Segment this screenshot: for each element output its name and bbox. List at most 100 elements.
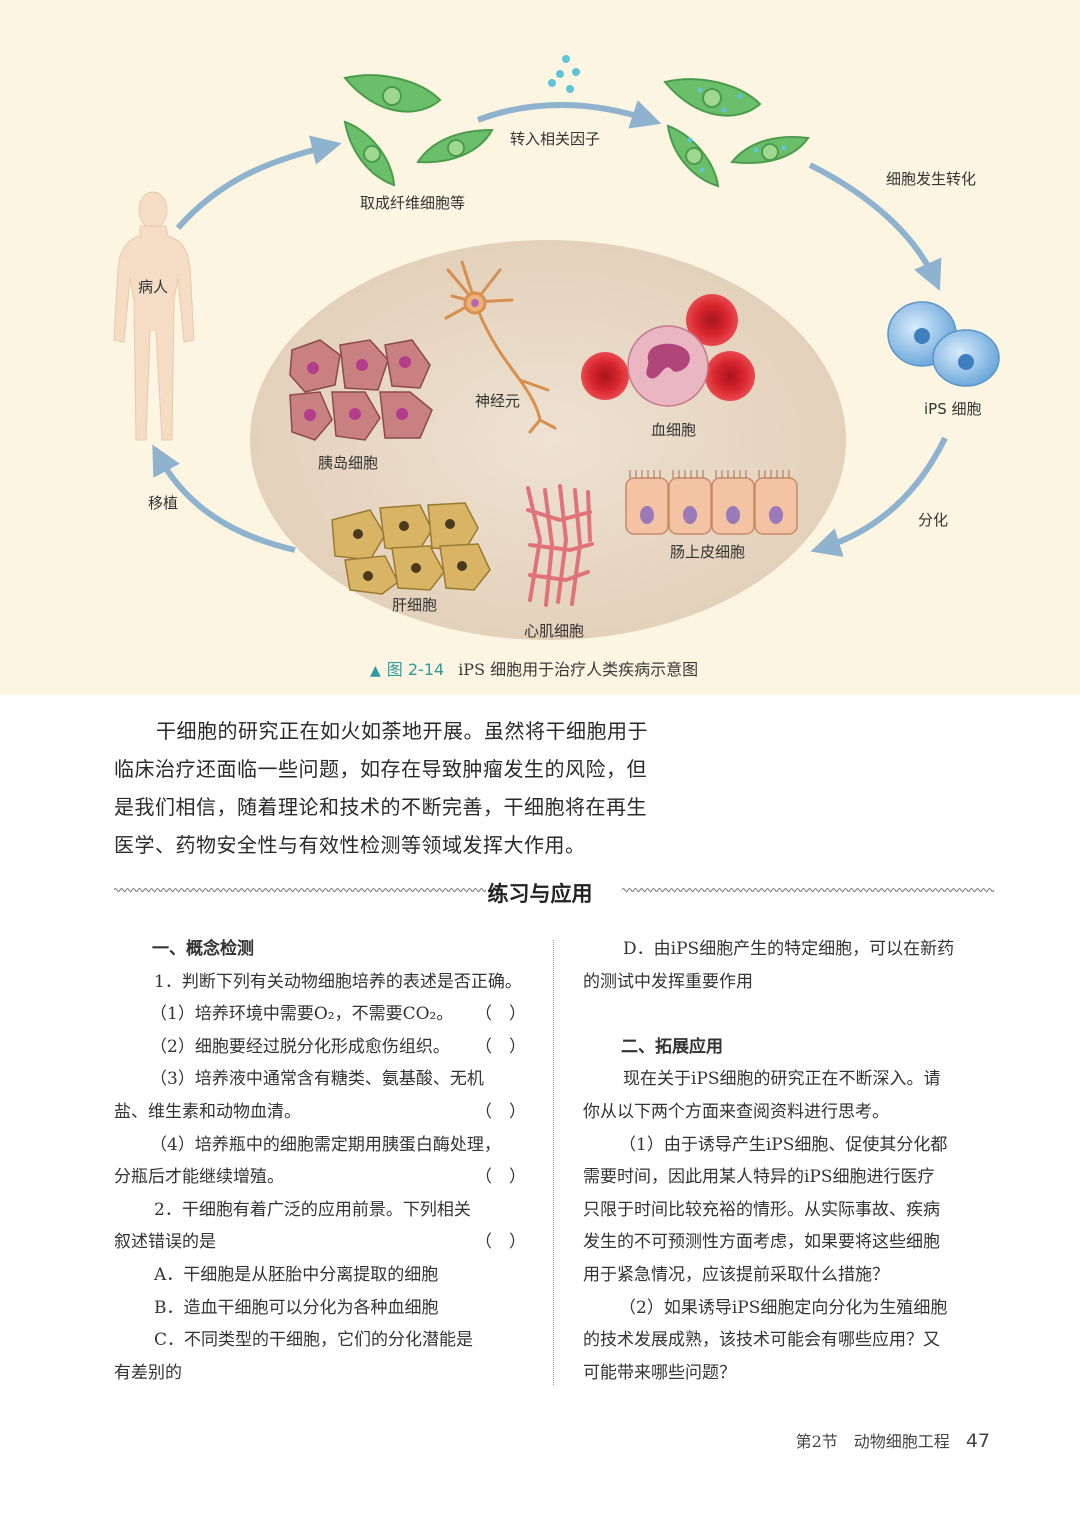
- paragraph-line: 医学、药物安全性与有效性检测等领域发挥大作用。: [114, 833, 586, 857]
- arrow-transformation: [808, 162, 942, 291]
- paragraph-line: 干细胞的研究正在如火如荼地开展。虽然将干细胞用于: [156, 719, 648, 743]
- line-text: 分瓶后才能继续增殖。: [114, 1167, 284, 1188]
- text-line: （1）由于诱导产生iPS细胞、促使其分化都: [583, 1129, 995, 1162]
- line-text: 叙述错误的是: [114, 1232, 216, 1253]
- label-transfer-factors: 转入相关因子: [510, 130, 601, 148]
- line-text: 有差别的: [114, 1362, 182, 1383]
- title-wave-right: [622, 888, 994, 892]
- label-neuron: 神经元: [475, 392, 521, 410]
- text-line: （2）细胞要经过脱分化形成愈伤组织。 （ ）: [114, 1031, 526, 1064]
- label-transplant: 移植: [148, 494, 179, 512]
- line-text: C．不同类型的干细胞，它们的分化潜能是: [154, 1330, 474, 1351]
- line-text: B．造血干细胞可以分化为各种血细胞: [154, 1297, 439, 1318]
- body-paragraph: 干细胞的研究正在如火如荼地开展。虽然将干细胞用于 临床治疗还面临一些问题，如存在…: [114, 712, 674, 864]
- text-line: 发生的不可预测性方面考虑，如果要将这些细胞: [583, 1226, 995, 1259]
- transformed-fibroblast-cells: [663, 78, 810, 188]
- figure-caption: ▲ 图 2-14 iPS 细胞用于治疗人类疾病示意图: [370, 656, 698, 680]
- answer-parentheses[interactable]: （ ）: [475, 1101, 526, 1122]
- text-line: D．由iPS细胞产生的特定细胞，可以在新药: [583, 933, 995, 966]
- text-line: 可能带来哪些问题？: [583, 1357, 995, 1390]
- text-line: 需要时间，因此用某人特异的iPS细胞进行医疗: [583, 1161, 995, 1194]
- text-line: 用于紧急情况，应该提前采取什么措施？: [583, 1259, 995, 1292]
- label-islet-cell: 胰岛细胞: [318, 454, 379, 472]
- text-line: 你从以下两个方面来查阅资料进行思考。: [583, 1096, 995, 1129]
- line-text: 的测试中发挥重要作用: [583, 971, 753, 992]
- title-wave-left: [114, 888, 486, 892]
- text-line: 盐、维生素和动物血清。 （ ）: [114, 1096, 526, 1129]
- answer-parentheses[interactable]: （ ）: [475, 1036, 526, 1057]
- blood-cells: [581, 294, 755, 407]
- label-differentiate: 分化: [918, 511, 949, 529]
- text-line: （4）培养瓶中的细胞需定期用胰蛋白酶处理，: [114, 1129, 526, 1162]
- paragraph-line: 临床治疗还面临一些问题，如存在导致肿瘤发生的风险，但: [114, 757, 647, 781]
- fibroblast-cells: [343, 74, 494, 187]
- text-line: （2）如果诱导iPS细胞定向分化为生殖细胞: [583, 1292, 995, 1325]
- line-text: D．由iPS细胞产生的特定细胞，可以在新药: [623, 939, 955, 959]
- line-text: （2）细胞要经过脱分化形成愈伤组织。: [150, 1036, 450, 1057]
- text-line: 叙述错误的是 （ ）: [114, 1226, 526, 1259]
- page-footer: 第2节 动物细胞工程 47: [796, 1428, 990, 1452]
- neuron-cell: [444, 260, 557, 434]
- section-title: 练习与应用: [487, 882, 593, 906]
- arrow-patient-to-fibroblast: [175, 135, 342, 230]
- islet-cells: [289, 339, 433, 441]
- line-text: 盐、维生素和动物血清。: [114, 1101, 301, 1122]
- figure-number: 图 2-14: [386, 660, 445, 679]
- cardiac-muscle-cells: [526, 484, 594, 607]
- caption-triangle-icon: ▲: [370, 663, 381, 679]
- label-intestinal-cell: 肠上皮细胞: [670, 543, 746, 561]
- text-line: 有差别的: [114, 1357, 526, 1390]
- line-text: 可能带来哪些问题？: [583, 1362, 736, 1383]
- label-liver-cell: 肝细胞: [392, 596, 438, 614]
- answer-parentheses[interactable]: （ ）: [475, 1167, 526, 1188]
- liver-cells: [331, 502, 491, 595]
- text-line: A．干细胞是从胚胎中分离提取的细胞: [114, 1259, 526, 1292]
- answer-parentheses[interactable]: （ ）: [475, 1232, 526, 1253]
- text-line: B．造血干细胞可以分化为各种血细胞: [114, 1292, 526, 1325]
- heading-extended-application: 二、拓展应用: [621, 1036, 723, 1057]
- text-line: 的技术发展成熟，该技术可能会有哪些应用？又: [583, 1324, 995, 1357]
- option-d-lines: D．由iPS细胞产生的特定细胞，可以在新药的测试中发挥重要作用: [583, 933, 995, 998]
- line-text: 的技术发展成熟，该技术可能会有哪些应用？又: [583, 1330, 940, 1351]
- arrow-transfer-factors: [476, 100, 662, 129]
- line-text: 需要时间，因此用某人特异的iPS细胞进行医疗: [583, 1167, 935, 1188]
- label-take-cells: 取成纤维细胞等: [360, 194, 466, 212]
- left-column-lines: 1．判断下列有关动物细胞培养的表述是否正确。 （1）培养环境中需要O₂，不需要CO…: [114, 966, 526, 1390]
- factor-dots-icon: [548, 55, 580, 93]
- line-text: 只限于时间比较充裕的情形。从实际事故、疾病: [583, 1199, 940, 1220]
- figure-caption-text: iPS 细胞用于治疗人类疾病示意图: [458, 660, 699, 679]
- text-line: （1）培养环境中需要O₂，不需要CO₂。 （ ）: [114, 998, 526, 1031]
- line-text: （2）如果诱导iPS细胞定向分化为生殖细胞: [619, 1297, 948, 1318]
- answer-parentheses[interactable]: （ ）: [475, 1004, 526, 1025]
- label-cardiac-cell: 心肌细胞: [524, 622, 585, 640]
- blank-line: [583, 998, 995, 1031]
- line-text: （1）由于诱导产生iPS细胞、促使其分化都: [619, 1134, 948, 1155]
- text-line: 1．判断下列有关动物细胞培养的表述是否正确。: [114, 966, 526, 999]
- patient-silhouette: [113, 191, 195, 441]
- line-text: 2．干细胞有着广泛的应用前景。下列相关: [154, 1199, 471, 1220]
- page-number: 47: [965, 1430, 990, 1452]
- ips-diagram: [113, 55, 1000, 640]
- text-line: 的测试中发挥重要作用: [583, 966, 995, 999]
- text-line: （3）培养液中通常含有糖类、氨基酸、无机: [114, 1063, 526, 1096]
- line-text: 你从以下两个方面来查阅资料进行思考。: [583, 1101, 889, 1122]
- text-line: 现在关于iPS细胞的研究正在不断深入。请: [583, 1063, 995, 1096]
- line-text: A．干细胞是从胚胎中分离提取的细胞: [154, 1264, 439, 1285]
- line-text: 现在关于iPS细胞的研究正在不断深入。请: [623, 1069, 941, 1090]
- paragraph-line: 是我们相信，随着理论和技术的不断完善，干细胞将在再生: [114, 795, 647, 819]
- column-divider: [553, 940, 554, 1385]
- line-text: （1）培养环境中需要O₂，不需要CO₂。: [150, 1004, 454, 1025]
- intestinal-epithelial-cells: [625, 470, 798, 535]
- label-blood-cell: 血细胞: [651, 421, 697, 439]
- line-text: （3）培养液中通常含有糖类、氨基酸、无机: [150, 1069, 484, 1090]
- right-column-lines: 现在关于iPS细胞的研究正在不断深入。请你从以下两个方面来查阅资料进行思考。 （1…: [583, 1063, 995, 1389]
- arrow-differentiation: [810, 436, 948, 557]
- line-text: 1．判断下列有关动物细胞培养的表述是否正确。: [154, 971, 522, 992]
- right-column: D．由iPS细胞产生的特定细胞，可以在新药的测试中发挥重要作用 二、拓展应用 现…: [583, 933, 995, 1389]
- footer-section-title: 第2节 动物细胞工程: [795, 1432, 950, 1451]
- line-text: （4）培养瓶中的细胞需定期用胰蛋白酶处理，: [150, 1134, 501, 1155]
- text-line: 分瓶后才能继续增殖。 （ ）: [114, 1161, 526, 1194]
- ips-cells: [887, 301, 1000, 387]
- label-ips-cell: iPS 细胞: [924, 400, 982, 418]
- label-transform: 细胞发生转化: [886, 170, 977, 188]
